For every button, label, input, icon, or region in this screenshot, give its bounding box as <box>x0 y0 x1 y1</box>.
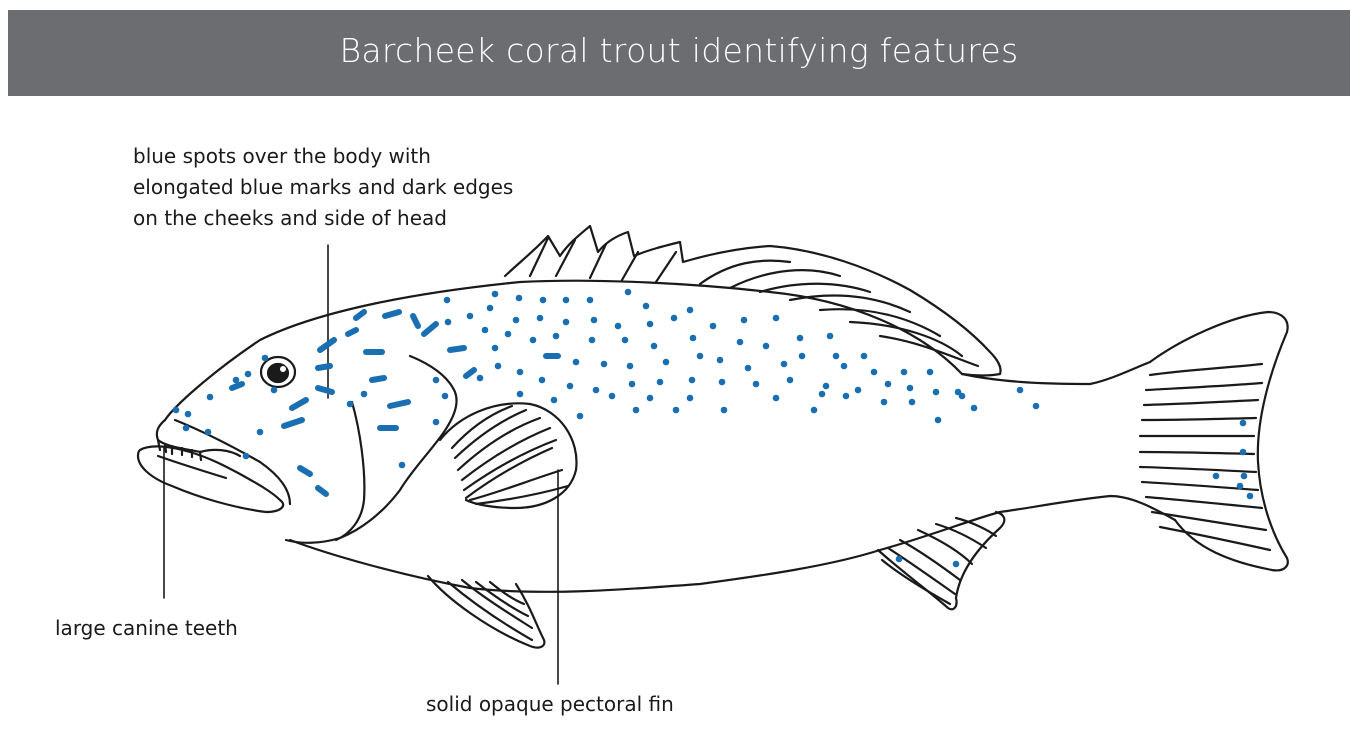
annotation-blue-spots-line1: blue spots over the body with <box>133 141 513 172</box>
annotation-blue-spots-line3: on the cheeks and side of head <box>133 203 513 234</box>
pelvic-fin <box>428 576 544 648</box>
pectoral-fin <box>440 403 577 508</box>
caudal-fin <box>1140 312 1288 570</box>
body-outline <box>165 281 1175 592</box>
annotation-blue-spots: blue spots over the body with elongated … <box>133 141 513 234</box>
annotation-blue-spots-line2: elongated blue marks and dark edges <box>133 172 513 203</box>
annotation-pectoral-fin: solid opaque pectoral fin <box>426 689 674 720</box>
annotation-canine-teeth: large canine teeth <box>55 613 238 644</box>
head-details <box>138 356 457 543</box>
blue-spots <box>173 289 1254 568</box>
eye <box>261 357 295 387</box>
dorsal-fin <box>505 226 1001 376</box>
